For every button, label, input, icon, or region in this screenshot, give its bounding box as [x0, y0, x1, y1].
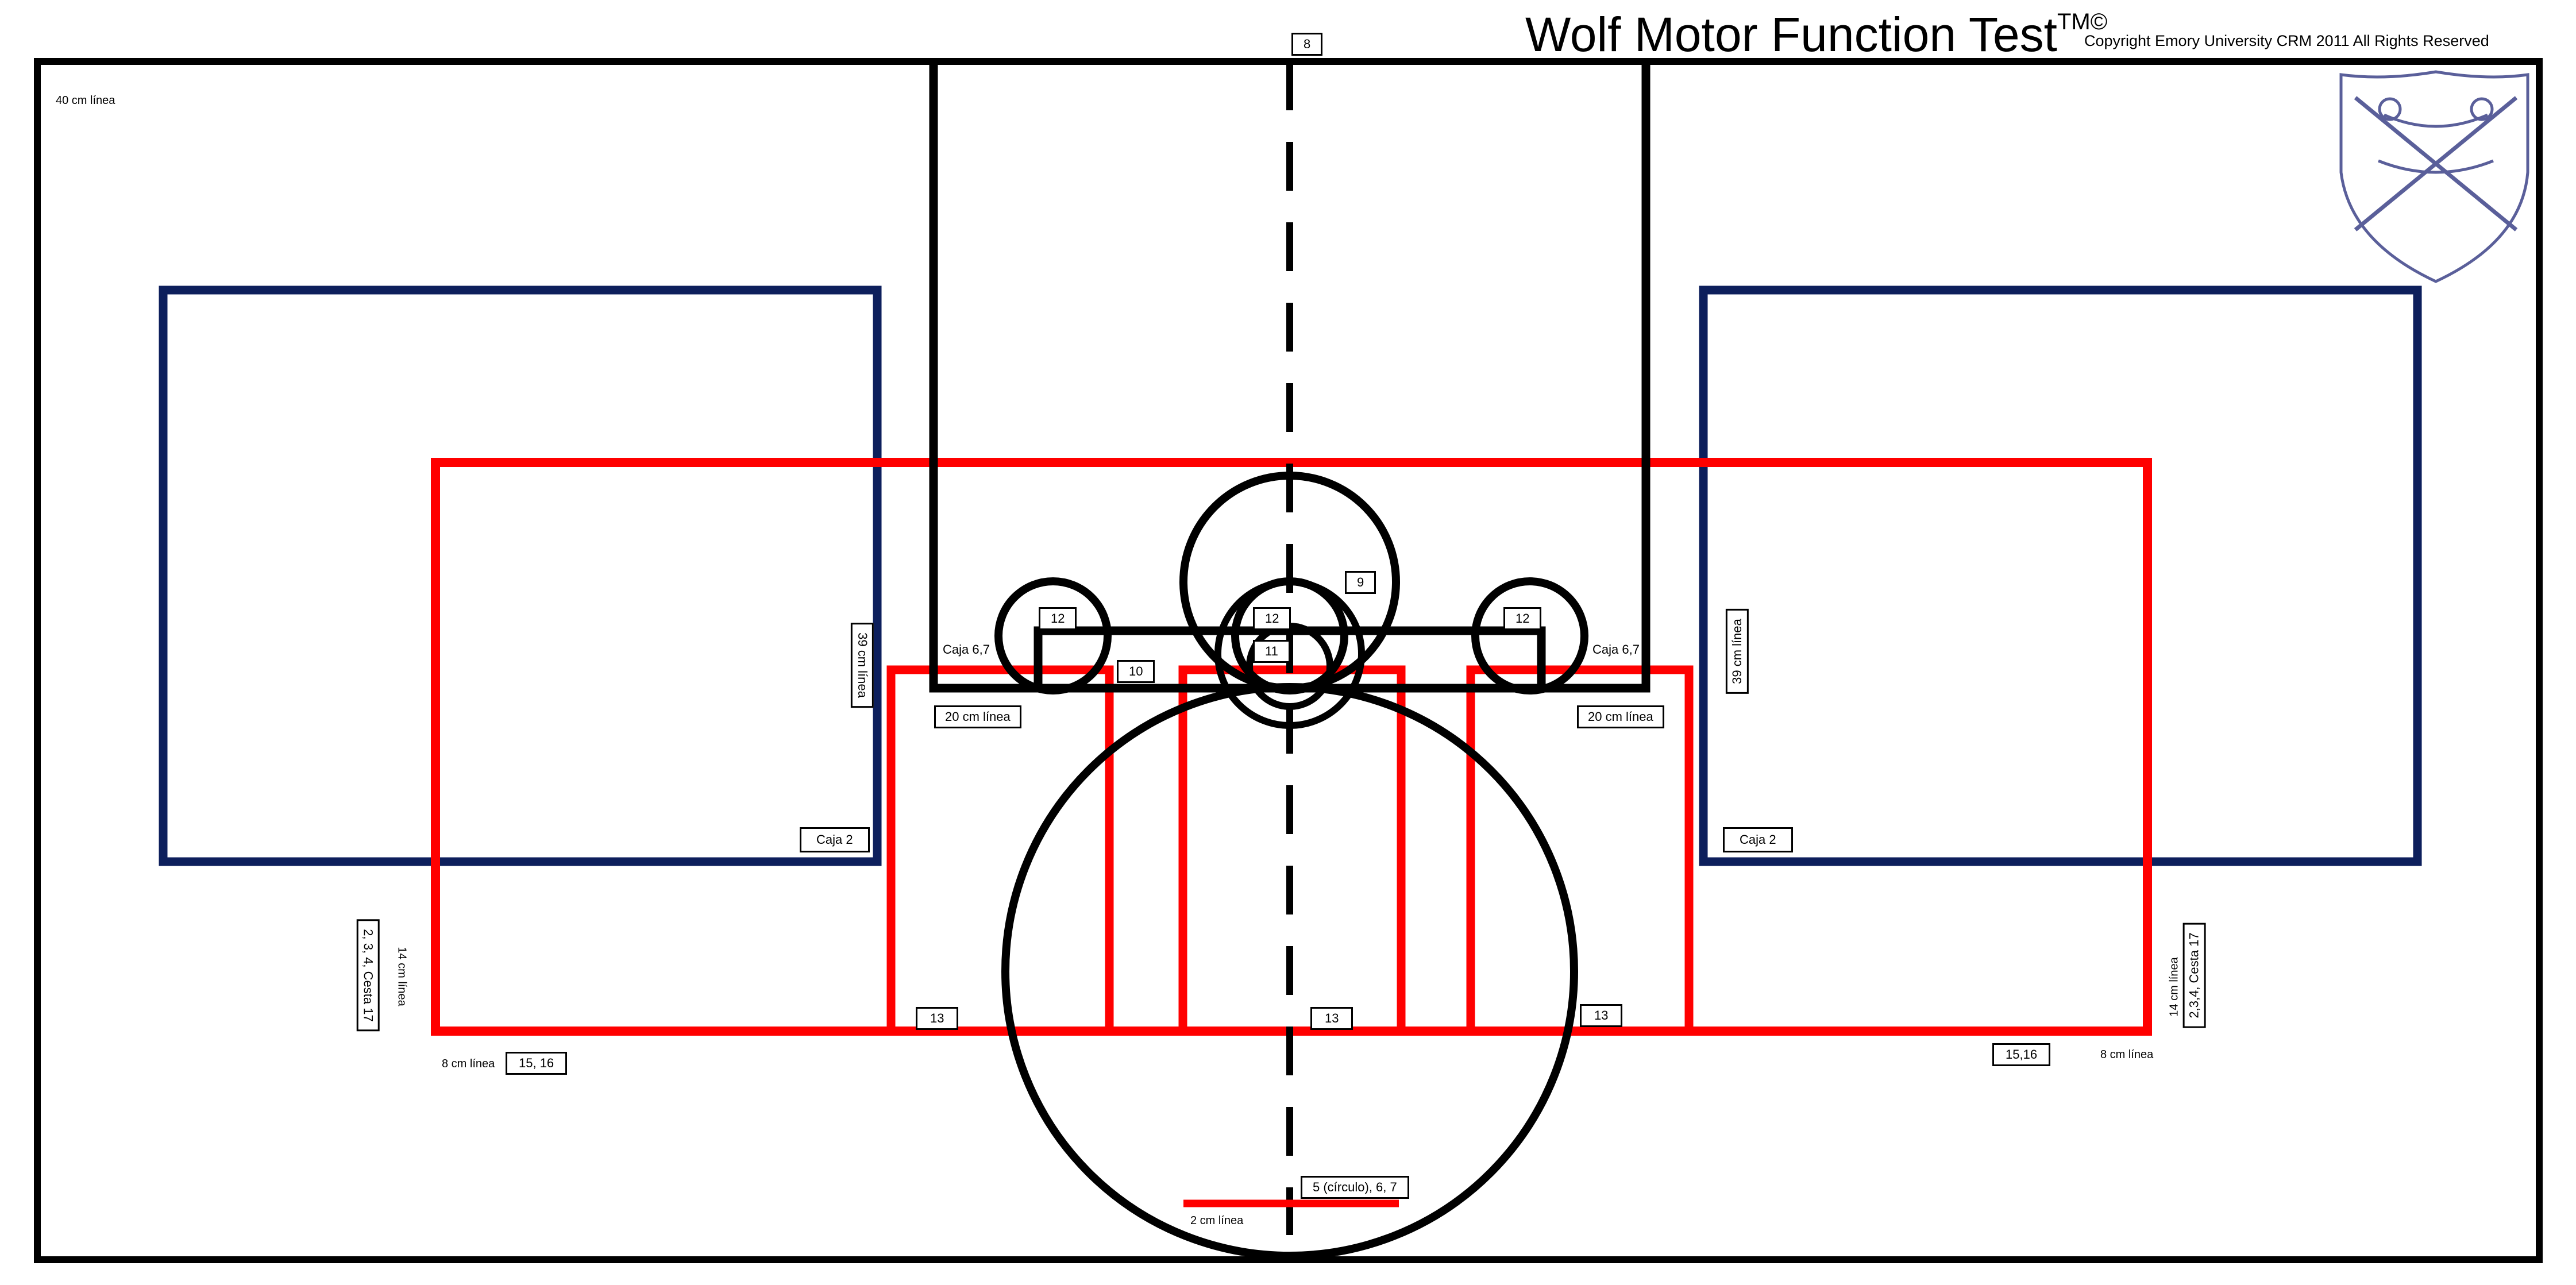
label-cesta17-left: 2, 3, 4, Cesta 17: [356, 919, 380, 1032]
label-item-8: 8: [1291, 33, 1323, 56]
label-item-12-right: 12: [1503, 607, 1542, 630]
label-14cm-line-right: 14 cm línea: [2168, 957, 2181, 1017]
label-caja67-left: Caja 6,7: [943, 642, 990, 657]
emory-seal-icon: [2339, 70, 2529, 283]
label-39cm-line-left: 39 cm línea: [850, 623, 874, 708]
label-20cm-line-right: 20 cm línea: [1577, 705, 1664, 728]
label-item-13-left: 13: [916, 1007, 959, 1030]
label-caja2-right: Caja 2: [1723, 827, 1793, 852]
label-20cm-line-left: 20 cm línea: [934, 705, 1021, 728]
label-8cm-line-right: 8 cm línea: [2100, 1048, 2154, 1061]
circle-12-left: [994, 577, 1112, 694]
label-item-11: 11: [1253, 640, 1290, 663]
page-title: Wolf Motor Function TestTM©: [1525, 7, 2107, 63]
label-40cm-line: 40 cm línea: [56, 94, 115, 107]
red-inner-box-right: [1466, 665, 1694, 1036]
label-item-13-center: 13: [1310, 1007, 1353, 1030]
title-text: Wolf Motor Function Test: [1525, 7, 2057, 61]
label-items-1516-left: 15, 16: [506, 1052, 568, 1075]
label-item-5-circle: 5 (círculo), 6, 7: [1301, 1176, 1409, 1199]
red-inner-box-left: [886, 665, 1114, 1036]
label-caja2-left: Caja 2: [800, 827, 870, 852]
label-item-12-center: 12: [1253, 607, 1291, 630]
label-14cm-line-left: 14 cm línea: [395, 947, 408, 1006]
copyright-text: Copyright Emory University CRM 2011 All …: [2084, 32, 2489, 49]
navy-box-right: [1699, 285, 2422, 866]
label-8cm-line-left: 8 cm línea: [442, 1058, 495, 1070]
navy-box-left: [159, 285, 882, 866]
label-item-12-left: 12: [1039, 607, 1077, 630]
circle-12-right: [1471, 577, 1588, 694]
label-39cm-line-right: 39 cm línea: [1725, 609, 1749, 694]
label-items-1516-right: 15,16: [1992, 1043, 2051, 1066]
label-item-9: 9: [1345, 571, 1376, 594]
label-cesta17-right: 2,3,4, Cesta 17: [2182, 923, 2206, 1028]
title-marks: TM©: [2057, 9, 2108, 34]
label-2cm-line: 2 cm línea: [1190, 1214, 1244, 1227]
label-item-13-right: 13: [1580, 1004, 1623, 1027]
label-caja67-right: Caja 6,7: [1592, 642, 1640, 657]
label-item-10: 10: [1117, 660, 1155, 683]
